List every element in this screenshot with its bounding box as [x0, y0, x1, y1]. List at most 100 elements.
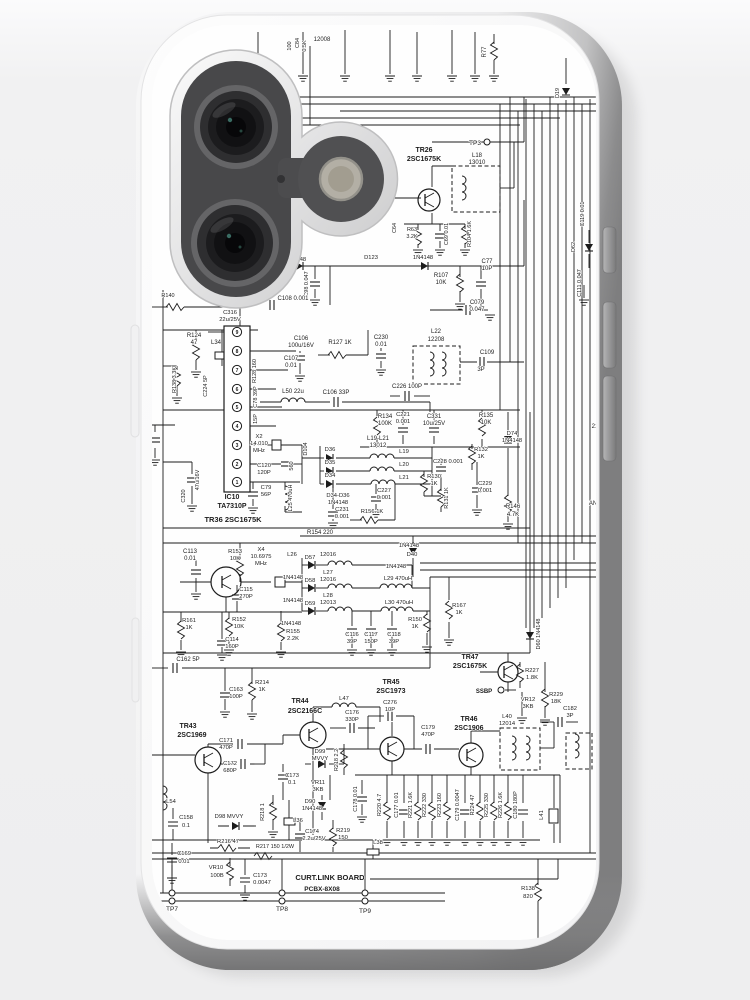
schematic-label: R214 [255, 680, 270, 686]
schematic-label: C117 [364, 632, 377, 638]
schematic-label: D98 MVVY [215, 814, 244, 820]
schematic-label: R217 150 1/2W [256, 844, 295, 850]
schematic-label: 1N4148 [386, 564, 406, 570]
schematic-label: 10P [482, 266, 493, 272]
schematic-label: R224 47 [470, 795, 476, 816]
schematic-label: R130 [427, 474, 441, 480]
schematic-label: 0.001 [335, 514, 350, 520]
schematic-label: D62 [571, 242, 577, 252]
ic-pin-number: 7 [236, 368, 239, 374]
schematic-label: 3KB [313, 787, 324, 793]
schematic-label: 47 [191, 340, 198, 346]
ic-pin-number: 4 [236, 424, 239, 430]
schematic-label: C109 [480, 350, 495, 356]
schematic-label: C229 [478, 481, 492, 487]
schematic-label: 100 [287, 41, 293, 50]
schematic-label: R218 2.2 [334, 749, 340, 771]
schematic-label: CURT.LINK BOARD [295, 873, 365, 882]
schematic-label: R138 [521, 886, 535, 892]
ic-pin-number: 5 [236, 405, 239, 411]
schematic-label: C173 [285, 773, 299, 779]
schematic-label: D36 [325, 447, 336, 453]
schematic-label: 1K [430, 481, 437, 487]
schematic-label: 3KB [523, 704, 534, 710]
schematic-label: TR46 [460, 716, 477, 723]
schematic-label: C78 39P [253, 386, 259, 408]
schematic-label: R218 1 [260, 803, 266, 821]
schematic-label: C158 [179, 815, 193, 821]
schematic-label: 160P [225, 644, 239, 650]
schematic-label: R222 330 [422, 793, 428, 817]
schematic-label: D35 [325, 460, 336, 466]
schematic-label: 0.01 [184, 556, 196, 562]
camera-module [169, 49, 399, 309]
schematic-label: C166 470P [147, 792, 153, 820]
schematic-label: 3.2K [406, 234, 418, 240]
schematic-label: C180 180P [513, 791, 519, 819]
schematic-label: 10K [481, 420, 492, 426]
schematic-label: 1.8K [526, 675, 538, 681]
schematic-label: C178 0.01 [353, 786, 359, 811]
schematic-label: C113 [183, 549, 198, 555]
ic-pin-number: 8 [236, 349, 239, 355]
schematic-label: TR47 [461, 654, 478, 661]
power-button [130, 324, 140, 438]
schematic-label: C179 0.0047 [455, 789, 461, 821]
schematic-label: 330P [345, 717, 359, 723]
schematic-label: C108 0.001 [277, 296, 309, 302]
schematic-label: 2SC1675K [453, 663, 487, 670]
schematic-label: 1K [411, 624, 418, 630]
schematic-label: C106 33P [323, 390, 350, 396]
schematic-label: 0.01 [178, 859, 189, 865]
schematic-label: C182 [563, 706, 577, 712]
ic-pin-number: 1 [236, 480, 239, 486]
schematic-label: TR45 [382, 679, 399, 686]
schematic-label: L27 [323, 570, 333, 576]
schematic-label: 14.010 [250, 441, 268, 447]
schematic-label: L19-L21 [367, 436, 390, 442]
schematic-label: 3P [566, 713, 573, 719]
schematic-label: C163 [229, 687, 243, 693]
schematic-label: X2 [255, 434, 262, 440]
schematic-label: R140 [161, 293, 174, 299]
schematic-label: R127 1K [328, 340, 351, 346]
schematic-label: 0.01 [285, 363, 297, 369]
schematic-label: 21 [592, 424, 599, 430]
schematic-label: 1K [455, 610, 462, 616]
schematic-label: TP3 [469, 140, 481, 147]
schematic-label: 10K [230, 556, 240, 562]
schematic-label: L28 [323, 593, 333, 599]
schematic-label: D74 [507, 431, 518, 437]
schematic-label: L34 [211, 340, 222, 346]
schematic-label: 0.001 [377, 495, 392, 501]
schematic-label: 1N4148 [302, 806, 322, 812]
schematic-label: 1N4148 [281, 621, 301, 627]
schematic-label: 0.001 [396, 419, 411, 425]
schematic-label: C114 [225, 637, 239, 643]
schematic-label: C221 [396, 412, 410, 418]
schematic-label: R134 [378, 414, 393, 420]
schematic-label: C118 [387, 632, 400, 638]
schematic-label: SSBP [476, 689, 492, 695]
schematic-label: 2.2u/25V [302, 836, 325, 842]
schematic-label: C177 0.01 [394, 792, 400, 817]
schematic-label: 150 [338, 835, 348, 841]
schematic-label: L19 [399, 449, 409, 455]
schematic-label: C119 0.01 [580, 202, 586, 227]
schematic-label: PCBX-8X08 [304, 886, 340, 893]
schematic-label: D90 [305, 799, 316, 805]
schematic-label: 18K [551, 699, 561, 705]
schematic-label: MHz [253, 448, 265, 454]
schematic-label: 13010 [469, 160, 486, 166]
schematic-label: 1N4148 [283, 598, 303, 604]
schematic-label: L20 [399, 462, 409, 468]
schematic-label: C120 [257, 463, 271, 469]
schematic-label: C224 5P [203, 375, 209, 397]
schematic-label: C228 0.001 [433, 459, 463, 465]
ic-pin-number: 9 [236, 330, 239, 336]
schematic-label: C176 [345, 710, 359, 716]
schematic-label: R146 [506, 504, 521, 510]
schematic-label: 100P [229, 694, 243, 700]
